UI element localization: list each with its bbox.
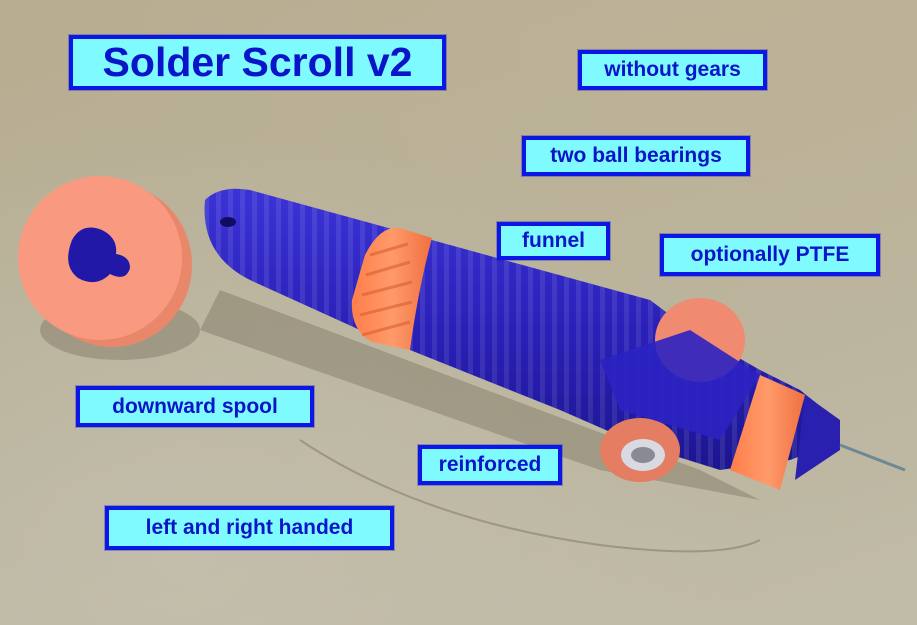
funnel-label: funnel bbox=[497, 222, 610, 260]
funnel-nut bbox=[351, 227, 432, 350]
left-and-right-handed-label: left and right handed bbox=[105, 506, 394, 550]
without-gears-label: without gears bbox=[578, 50, 767, 90]
reinforced-label: reinforced bbox=[418, 445, 562, 485]
spool bbox=[18, 176, 192, 347]
title-label: Solder Scroll v2 bbox=[69, 35, 446, 90]
tip-cone bbox=[795, 395, 840, 480]
optionally-ptfe-label: optionally PTFE bbox=[660, 234, 880, 276]
tip-collar bbox=[730, 375, 805, 490]
solder-wire bbox=[299, 439, 761, 553]
two-ball-bearings-label: two ball bearings bbox=[522, 136, 750, 176]
solder-needle bbox=[839, 443, 906, 472]
head-cover bbox=[600, 330, 760, 440]
downward-spool-label: downward spool bbox=[76, 386, 314, 427]
